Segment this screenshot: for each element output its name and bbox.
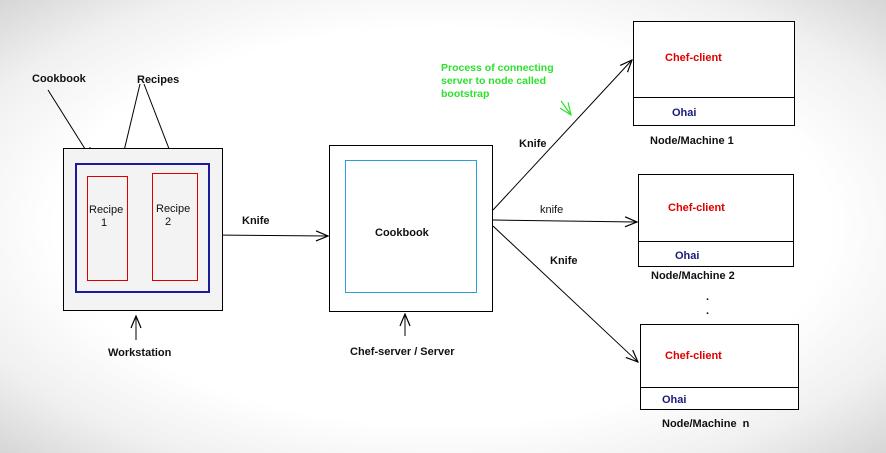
ellipsis-dot-2: .	[706, 305, 710, 317]
recipe-1-label-line1: Recipe	[89, 204, 124, 216]
server-cookbook-label: Cookbook	[375, 227, 429, 239]
server-to-node1-arrow	[492, 60, 632, 211]
node-1-label: Node/Machine 1	[650, 135, 734, 147]
server-cookbook-box	[345, 160, 477, 293]
node-n-divider	[640, 387, 799, 388]
node-n-label: Node/Machine n	[662, 418, 750, 430]
bootstrap-note-arrow	[561, 100, 571, 115]
chef-server-label: Chef-server / Server	[350, 346, 455, 358]
node-2-ohai-label: Ohai	[675, 250, 700, 262]
node-1-ohai-label: Ohai	[672, 107, 697, 119]
workstation-label: Workstation	[108, 347, 172, 359]
server-to-noden-arrow	[492, 225, 638, 362]
recipes-label: Recipes	[137, 74, 180, 86]
server-to-node2-arrow	[492, 220, 637, 222]
bootstrap-note-line3: bootstrap	[441, 88, 490, 100]
workstation-box	[63, 148, 223, 311]
knife-label-node2: knife	[540, 204, 564, 216]
node-n-chef-client-label: Chef-client	[665, 350, 722, 362]
knife-label-ws-server: Knife	[242, 215, 270, 227]
chef-server-box	[329, 145, 493, 312]
workstation-cookbook-box	[75, 163, 210, 293]
cookbook-label: Cookbook	[32, 73, 86, 85]
node-n-ohai-label: Ohai	[662, 394, 687, 406]
bootstrap-note-line1: Process of connecting	[441, 62, 554, 74]
recipe-2-label-line1: Recipe	[156, 203, 191, 215]
node-2-chef-client-label: Chef-client	[668, 202, 725, 214]
ws-to-server-arrow	[211, 235, 328, 236]
knife-label-node1: Knife	[519, 138, 547, 150]
node-2-divider	[638, 241, 794, 242]
node-1-divider	[633, 97, 795, 98]
node-1-box	[633, 21, 795, 126]
node-n-box	[640, 324, 799, 410]
node-2-box	[638, 174, 794, 267]
recipe-2-label-line2: 2	[165, 216, 172, 228]
ellipsis-dot-1: .	[706, 291, 710, 303]
recipe-1-label-line2: 1	[101, 217, 108, 229]
recipe-2-box	[152, 173, 198, 281]
knife-label-noden: Knife	[550, 255, 578, 267]
node-1-chef-client-label: Chef-client	[665, 52, 722, 64]
recipe-1-box	[87, 176, 128, 281]
bootstrap-note-line2: server to node called	[441, 75, 547, 87]
node-2-label: Node/Machine 2	[651, 270, 735, 282]
